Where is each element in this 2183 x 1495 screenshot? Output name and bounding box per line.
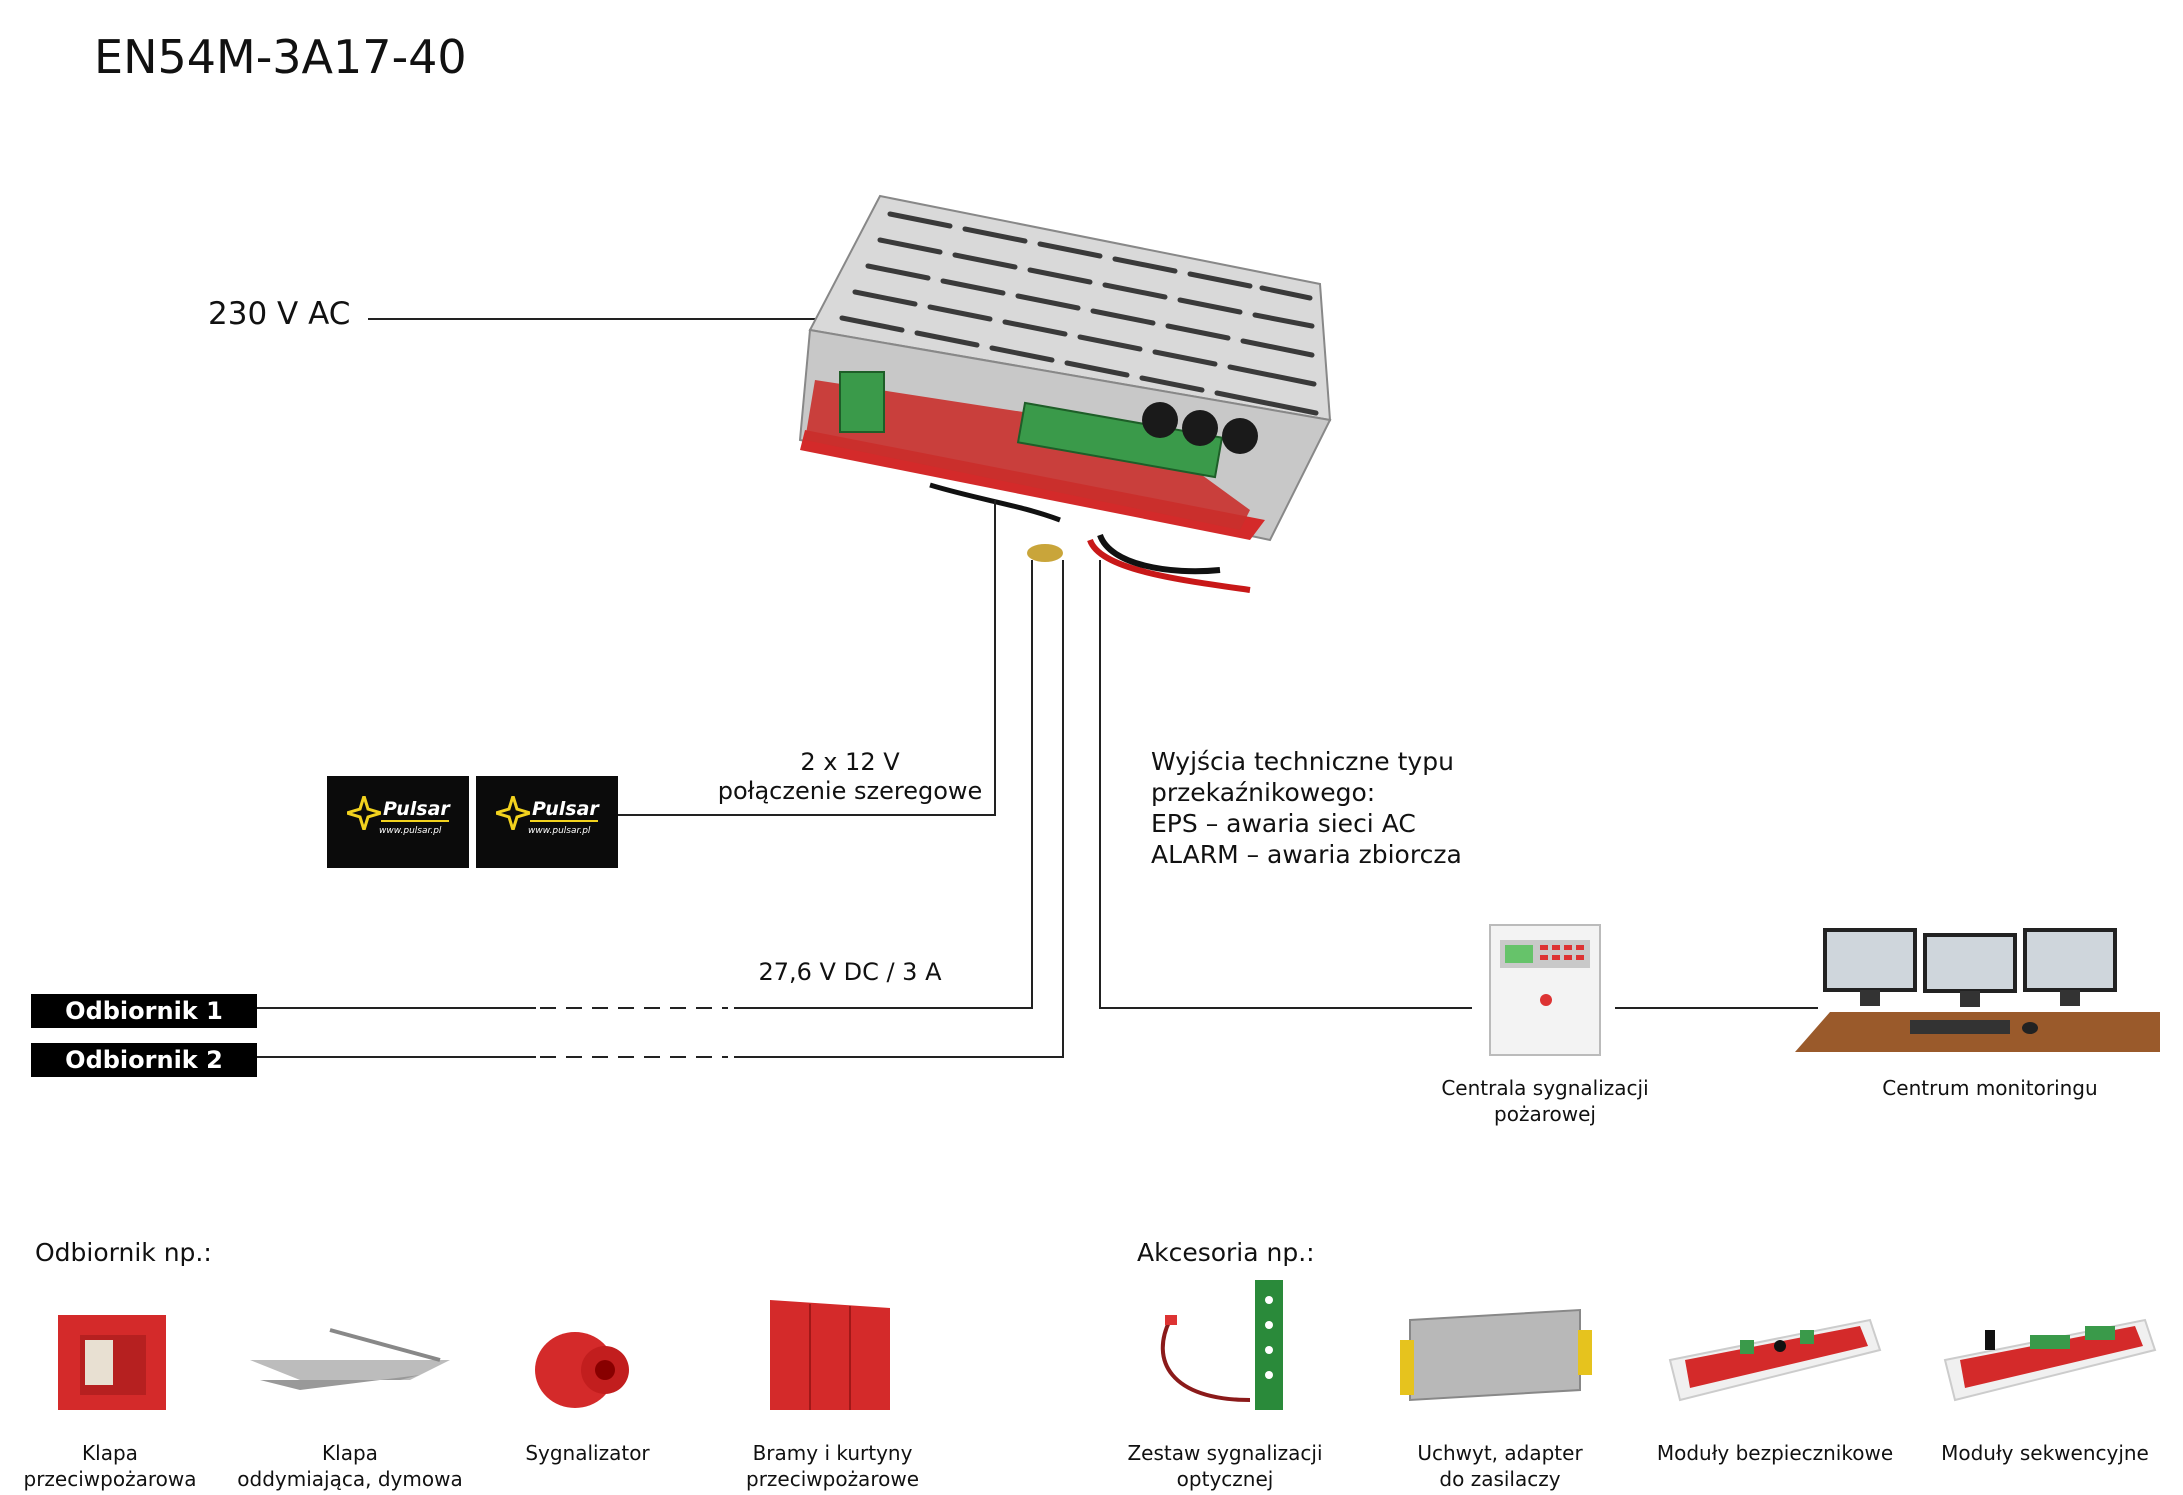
accessory-example-1: Zestaw sygnalizacji optycznej: [1127, 1441, 1323, 1491]
fire-damper-image: [58, 1315, 166, 1410]
optical-kit-image: [1160, 1280, 1283, 1410]
output-voltage-label: 27,6 V DC / 3 A: [758, 958, 942, 986]
fuse-module-image: [1668, 1318, 1882, 1402]
output-line-1: [734, 560, 1033, 1009]
relay-line4: ALARM – awaria zbiorcza: [1151, 840, 1462, 869]
receiver-1-box: Odbiornik 1: [31, 994, 257, 1028]
relay-outputs-text: Wyjścia techniczne typu przekaźnikowego:…: [1151, 746, 1462, 870]
receiver-example-4: Bramy i kurtyny przeciwpożarowe: [746, 1441, 919, 1491]
battery-url: www.pulsar.pl: [379, 826, 442, 836]
receiver-example-1: Klapa przeciwpożarowa: [23, 1441, 197, 1491]
fire-door-image: [770, 1300, 890, 1410]
receivers-heading: Odbiornik np.:: [35, 1238, 212, 1267]
fire-panel-caption: Centrala sygnalizacji pożarowej: [1441, 1076, 1649, 1126]
battery-1: Pulsar www.pulsar.pl: [327, 776, 469, 868]
monitoring-center-image: [1795, 928, 2160, 1052]
battery-url: www.pulsar.pl: [528, 826, 591, 836]
smoke-vent-image: [250, 1328, 450, 1390]
battery-label-line2: połączenie szeregowe: [717, 777, 983, 805]
input-voltage-label: 230 V AC: [208, 296, 351, 332]
output-line-2: [734, 560, 1064, 1058]
receiver-example-3: Sygnalizator: [525, 1441, 650, 1465]
bracket-adapter-image: [1400, 1308, 1592, 1402]
accessory-example-4: Moduły sekwencyjne: [1941, 1441, 2149, 1465]
accessory-example-2: Uchwyt, adapter do zasilaczy: [1417, 1441, 1583, 1491]
sequence-module-image: [1943, 1318, 2157, 1402]
battery-label-line1: 2 x 12 V: [800, 748, 900, 776]
receiver-2-box: Odbiornik 2: [31, 1043, 257, 1077]
accessory-example-3: Moduły bezpiecznikowe: [1656, 1441, 1894, 1465]
diagram-title: EN54M-3A17-40: [94, 30, 467, 84]
battery-2: Pulsar www.pulsar.pl: [476, 776, 618, 868]
fire-panel-image: [1489, 924, 1601, 1056]
monitoring-caption: Centrum monitoringu: [1882, 1076, 2098, 1100]
pulsar-star-icon: [496, 796, 530, 830]
pulsar-star-icon: [347, 796, 381, 830]
sounder-image: [535, 1332, 629, 1408]
battery-label: 2 x 12 V połączenie szeregowe: [700, 748, 1000, 806]
receiver-example-2: Klapa oddymiająca, dymowa: [237, 1441, 463, 1491]
relay-line2: przekaźnikowego:: [1151, 778, 1376, 807]
power-supply-unit: [798, 194, 1332, 593]
relay-line1: Wyjścia techniczne typu: [1151, 747, 1454, 776]
accessories-heading: Akcesoria np.:: [1137, 1238, 1315, 1267]
relay-line: [1099, 560, 1472, 1009]
relay-line3: EPS – awaria sieci AC: [1151, 809, 1416, 838]
battery-brand: Pulsar: [383, 798, 450, 820]
battery-brand: Pulsar: [532, 798, 599, 820]
battery-line: [618, 500, 996, 816]
